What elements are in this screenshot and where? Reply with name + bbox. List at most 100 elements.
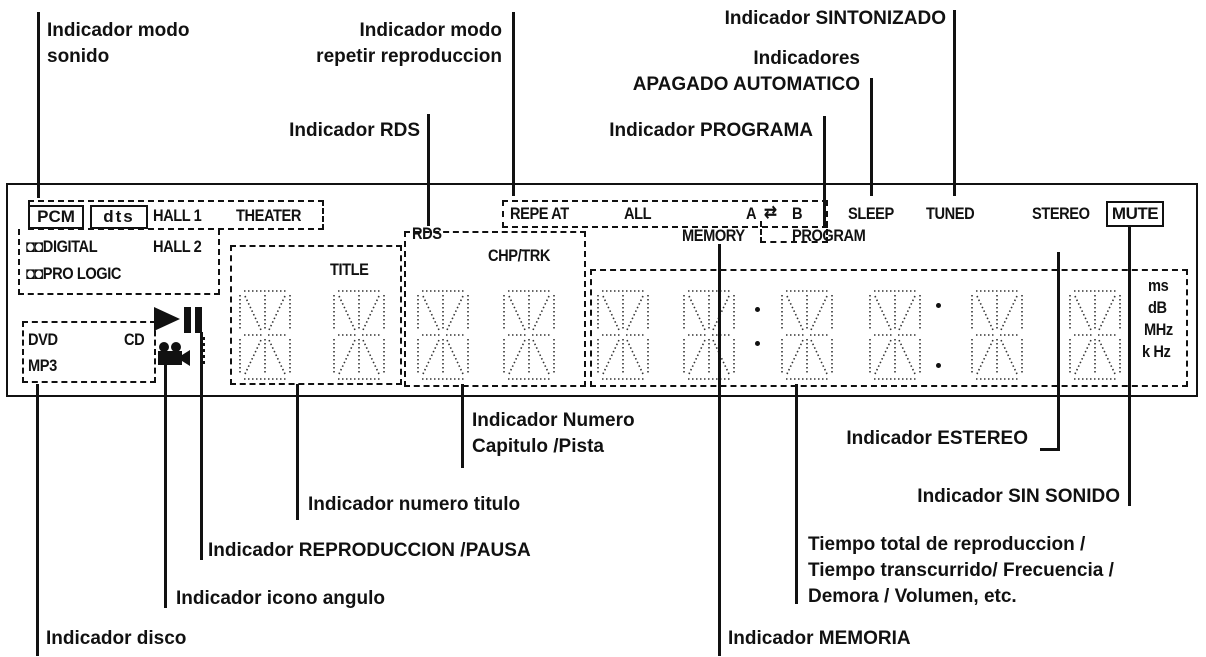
segment [602, 295, 620, 331]
leader-chapter-track [461, 384, 464, 468]
title-indicator: TITLE [330, 260, 369, 279]
segment [976, 339, 994, 375]
segment [338, 339, 356, 375]
label-angle: Indicador icono angulo [176, 588, 385, 609]
segment-digit [869, 290, 921, 380]
segment [1000, 295, 1018, 331]
segment-digit [781, 290, 833, 380]
segment [446, 339, 464, 375]
hall2-indicator: HALL 2 [153, 237, 202, 256]
sleep-indicator: SLEEP [848, 204, 894, 223]
segment [786, 295, 804, 331]
segment-digit [597, 290, 649, 380]
label-memory: Indicador MEMORIA [728, 628, 911, 649]
program-indicator: PROGRAM [792, 226, 866, 245]
leader-disc [36, 384, 39, 656]
segment [898, 295, 916, 331]
segment [362, 295, 380, 331]
repeat-box [502, 200, 828, 228]
segment [1000, 339, 1018, 375]
play-pause-icon [154, 307, 205, 366]
segment [532, 339, 550, 375]
segment [508, 295, 526, 331]
segment [626, 339, 644, 375]
segment [446, 295, 464, 331]
label-title-number: Indicador numero titulo [308, 494, 521, 515]
segment [602, 339, 620, 375]
colon-dot [936, 303, 941, 308]
stereo-indicator: STEREO [1032, 204, 1090, 223]
repeat-loop-icon: ⇄ [764, 202, 777, 222]
segment [712, 295, 730, 331]
leader-angle [164, 356, 167, 608]
repeat-b-indicator: B [792, 204, 803, 223]
mp3-indicator: MP3 [28, 356, 57, 375]
segment-digit [683, 290, 735, 380]
dolby-digital-indicator: ◘◘DIGITAL [26, 237, 98, 256]
rds-indicator: RDS [412, 224, 442, 243]
segment [1074, 339, 1092, 375]
colon-dot [755, 307, 760, 312]
leader-stereo-h [1040, 448, 1060, 451]
segment-digit [239, 290, 291, 380]
segment [1098, 339, 1116, 375]
dts-indicator: dts [90, 205, 148, 229]
segment [874, 339, 892, 375]
leader-tuned [953, 10, 956, 196]
memory-indicator: MEMORY [682, 226, 745, 245]
surround-box [18, 229, 220, 295]
colon-dot [755, 341, 760, 346]
leader-sound-mode [37, 12, 40, 198]
leader-total-time [795, 384, 798, 604]
label-stereo: Indicador ESTEREO [846, 428, 1028, 449]
segment [1098, 295, 1116, 331]
segment [810, 295, 828, 331]
segment [688, 339, 706, 375]
segment [532, 295, 550, 331]
segment [422, 295, 440, 331]
segment [422, 339, 440, 375]
cd-indicator: CD [124, 330, 145, 349]
dolby-icon: ◘◘ [26, 264, 43, 283]
all-indicator: ALL [624, 204, 652, 223]
segment [1074, 295, 1092, 331]
title-box [230, 245, 402, 385]
colon-dot [936, 363, 941, 368]
segment [268, 339, 286, 375]
segment [688, 295, 706, 331]
segment [626, 295, 644, 331]
unit-khz: k Hz [1142, 342, 1171, 361]
leader-title-number [296, 384, 299, 520]
segment [786, 339, 804, 375]
segment [898, 339, 916, 375]
pcm-indicator: PCM [28, 205, 84, 229]
label-tuned: Indicador SINTONIZADO [724, 8, 946, 29]
segment [976, 295, 994, 331]
leader-program [823, 116, 826, 228]
leader-mute [1128, 226, 1131, 506]
label-mute: Indicador SIN SONIDO [917, 486, 1120, 507]
unit-ms: ms [1148, 276, 1169, 295]
unit-db: dB [1148, 298, 1167, 317]
segment-digit [1069, 290, 1121, 380]
segment [362, 339, 380, 375]
label-total-time: Tiempo total de reproduccion /Tiempo tra… [808, 534, 1114, 607]
display-panel: PCM dts HALL 1 THEATER ◘◘DIGITAL HALL 2 … [6, 183, 1198, 397]
label-rds: Indicador RDS [289, 120, 420, 141]
unit-mhz: MHz [1144, 320, 1173, 339]
segment [508, 339, 526, 375]
segment-digits [239, 290, 1121, 380]
segment [244, 295, 262, 331]
dolby-icon: ◘◘ [26, 237, 43, 256]
chapter-box [404, 231, 586, 387]
leader-memory [718, 244, 721, 656]
chp-trk-indicator: CHP/TRK [488, 246, 550, 265]
label-disc: Indicador disco [46, 628, 187, 649]
segment-digit [417, 290, 469, 380]
segment [244, 339, 262, 375]
label-play-pause: Indicador REPRODUCCION /PAUSA [208, 540, 531, 561]
